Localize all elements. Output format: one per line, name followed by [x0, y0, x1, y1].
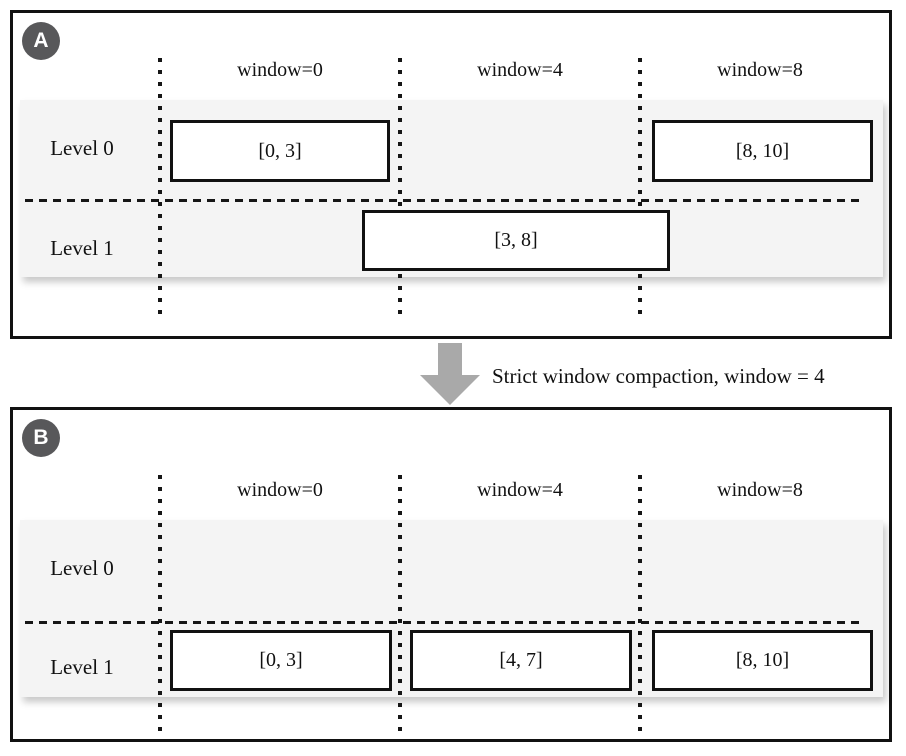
level-divider-dashed-line	[25, 621, 863, 624]
panel-b-badge: B	[22, 419, 60, 457]
level-1-label: Level 1	[50, 655, 114, 679]
window-boundary-dotted-line	[638, 58, 642, 320]
window-boundary-dotted-line	[158, 58, 162, 320]
interval-box: [3, 8]	[362, 210, 670, 271]
transition-caption: Strict window compaction, window = 4	[492, 364, 825, 388]
column-header-window0: window=0	[237, 59, 323, 81]
window-boundary-dotted-line	[638, 475, 642, 739]
panel-b: B window=0 window=4 window=8 Level 0 Lev…	[10, 407, 892, 742]
level-0-label: Level 0	[50, 556, 114, 580]
interval-box: [8, 10]	[652, 120, 873, 182]
window-boundary-dotted-line	[398, 475, 402, 739]
interval-box: [8, 10]	[652, 630, 873, 691]
column-header-window8: window=8	[717, 59, 803, 81]
column-header-window4: window=4	[477, 479, 563, 501]
column-header-window4: window=4	[477, 59, 563, 81]
down-arrow-head	[420, 375, 480, 405]
interval-box: [0, 3]	[170, 120, 390, 182]
down-arrow-shaft	[438, 343, 462, 376]
column-header-window0: window=0	[237, 479, 323, 501]
interval-box: [4, 7]	[410, 630, 632, 691]
level-1-label: Level 1	[50, 236, 114, 260]
interval-box: [0, 3]	[170, 630, 392, 691]
window-boundary-dotted-line	[398, 58, 402, 320]
level-0-label: Level 0	[50, 136, 114, 160]
window-boundary-dotted-line	[158, 475, 162, 739]
panel-a-badge: A	[22, 22, 60, 60]
level-divider-dashed-line	[25, 199, 863, 202]
column-header-window8: window=8	[717, 479, 803, 501]
panel-a: A window=0 window=4 window=8 Level 0 Lev…	[10, 10, 892, 339]
